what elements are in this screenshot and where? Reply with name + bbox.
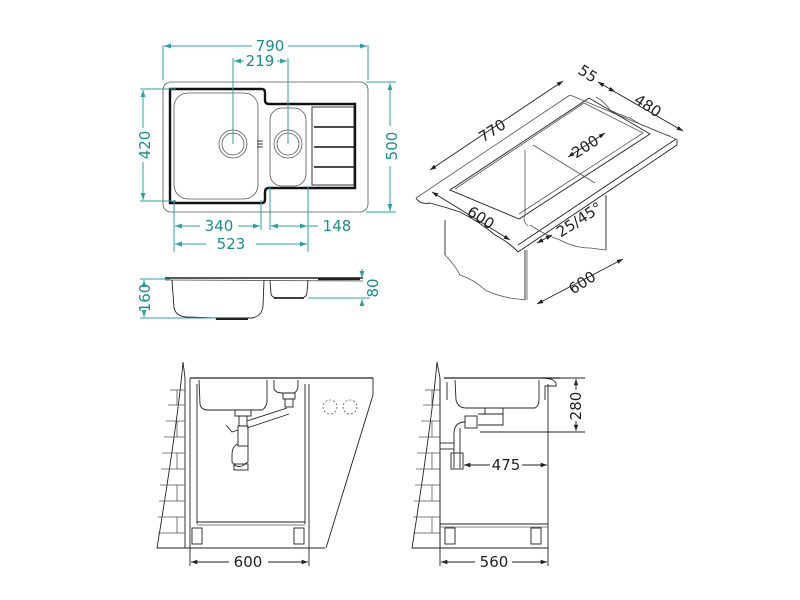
top-view: 790 219 420 500 340 148 523 [136,37,401,253]
dim-main-bowl-width: 340 [205,217,234,235]
dim-overall-width: 790 [256,37,285,55]
dim-drain-distance: 475 [492,456,521,474]
isometric-view: 770 55 480 200 600 25/45° 600 [415,61,684,305]
tap-hole-icon [342,399,358,415]
dim-side-cabinet-depth: 560 [480,553,509,571]
dim-front-cabinet-width: 600 [234,553,263,571]
dim-overall-depth: 500 [383,132,401,161]
bowl-rim [168,87,357,205]
valve-icon [464,415,478,429]
dim-bowls-total-width: 523 [217,235,246,253]
dim-small-bowl-height: 80 [364,278,382,297]
dim-bowl-install-depth: 280 [567,392,585,421]
dim-main-bowl-height: 160 [136,284,154,313]
side-install-view: 280 475 560 [411,361,585,571]
drainer-grooves [314,126,354,168]
main-bowl [173,92,259,200]
drainer [311,106,355,186]
main-bowl-profile [171,279,265,319]
side-section-view: 160 80 [136,269,382,320]
sink-outline [162,81,369,213]
small-bowl-profile [269,279,309,299]
dim-bowl-spacing: 219 [246,52,275,70]
valve-icon [225,424,239,433]
dim-iso-cabinet-width: 600 [565,267,599,298]
dim-edge-offset: 55 [575,61,601,86]
overflow-icon [257,140,263,148]
dim-small-bowl-width: 148 [323,217,352,235]
front-install-view: 600 [156,361,374,571]
tap-hole-icon [322,399,338,415]
dim-cutout-depth: 480 [631,90,665,121]
dim-bowl-depth: 420 [136,131,154,160]
